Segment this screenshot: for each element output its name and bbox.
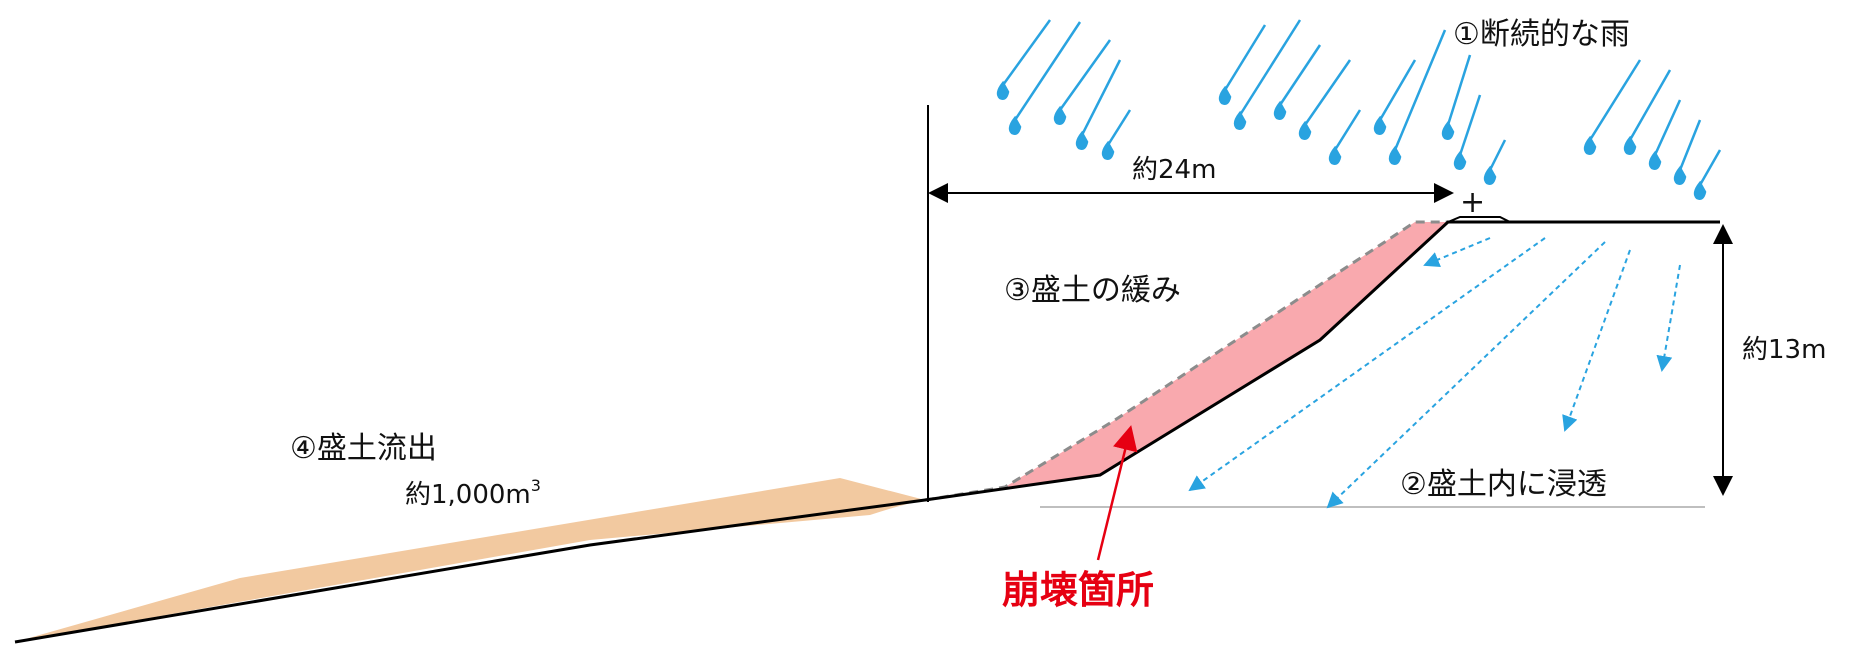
rain-icon bbox=[996, 19, 1722, 200]
crest-structure bbox=[1447, 216, 1511, 223]
label-rain: ①断続的な雨 bbox=[1453, 17, 1630, 52]
debris-deposit bbox=[15, 478, 925, 642]
label-collapse-site: 崩壊箇所 bbox=[1002, 568, 1154, 612]
infiltration-arrows bbox=[1188, 237, 1681, 509]
label-outflow: ④盛土流出 bbox=[290, 431, 437, 466]
collapse-zone bbox=[925, 222, 1448, 500]
label-width: 約24m bbox=[1132, 155, 1216, 185]
label-volume-value: 約1,000m bbox=[405, 480, 531, 510]
label-height: 約13m bbox=[1742, 335, 1826, 365]
label-plus-marker: + bbox=[1460, 185, 1485, 220]
label-volume: 約1,000m3 bbox=[405, 476, 541, 510]
label-loosening: ③盛土の緩み bbox=[1004, 273, 1181, 308]
label-volume-exponent: 3 bbox=[531, 476, 541, 495]
label-infiltration: ②盛土内に浸透 bbox=[1400, 467, 1607, 502]
collapse-pointer-arrow bbox=[1096, 425, 1138, 561]
